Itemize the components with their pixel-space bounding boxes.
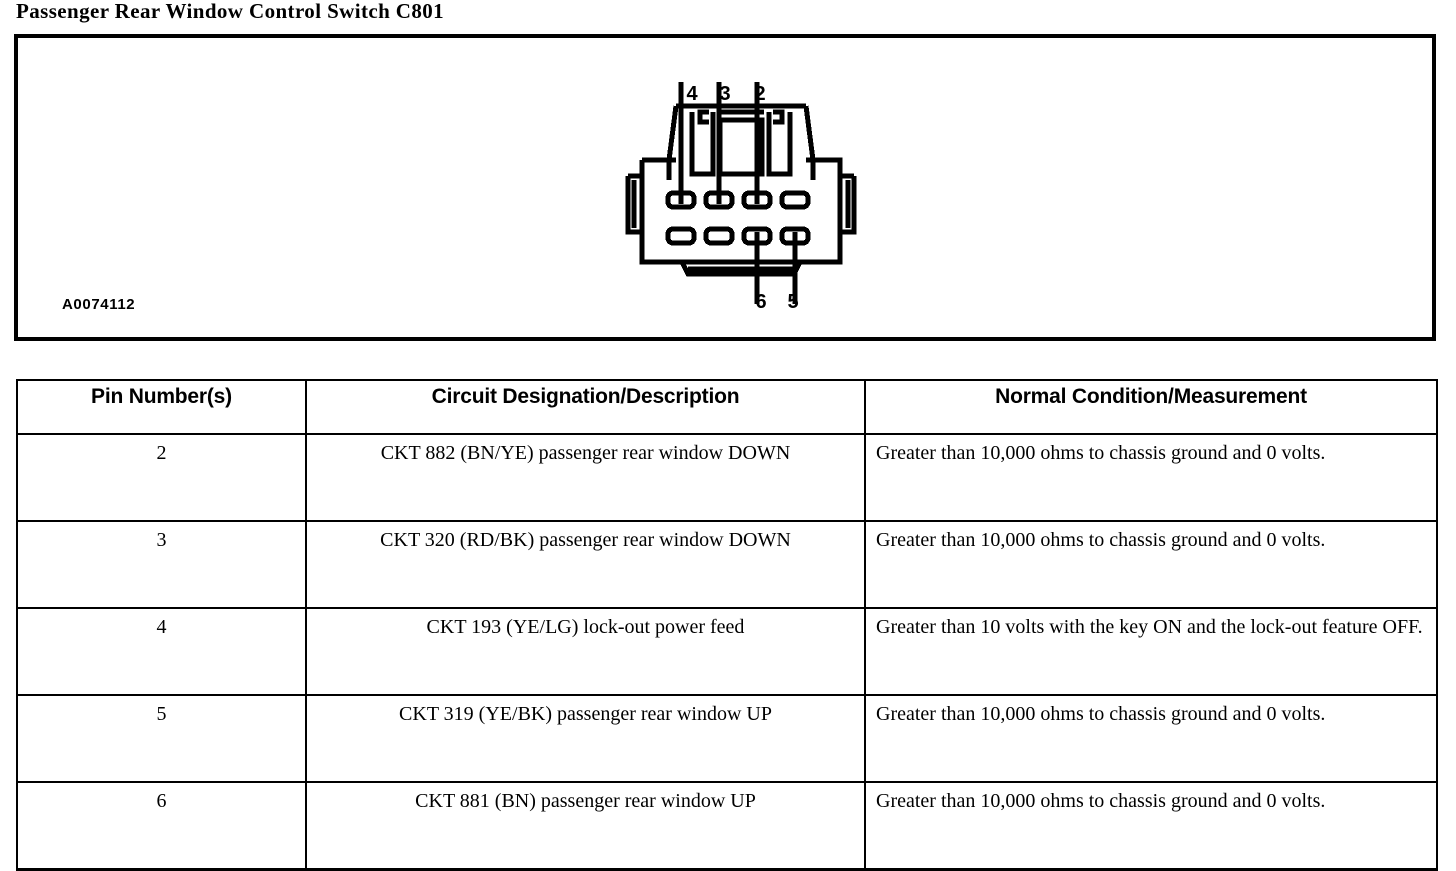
pin-callout-6: 6 <box>755 291 767 313</box>
cell-measurement: Greater than 10,000 ohms to chassis grou… <box>864 781 1438 871</box>
column-header-circuit: Circuit Designation/Description <box>305 379 866 435</box>
table-row: 6 CKT 881 (BN) passenger rear window UP … <box>16 781 1438 871</box>
cell-measurement: Greater than 10 volts with the key ON an… <box>864 607 1438 696</box>
cell-measurement: Greater than 10,000 ohms to chassis grou… <box>864 520 1438 609</box>
cell-circuit: CKT 193 (YE/LG) lock-out power feed <box>305 607 866 696</box>
cell-circuit: CKT 320 (RD/BK) passenger rear window DO… <box>305 520 866 609</box>
table-header-row: Pin Number(s) Circuit Designation/Descri… <box>16 379 1438 435</box>
cell-measurement: Greater than 10,000 ohms to chassis grou… <box>864 433 1438 522</box>
cell-pin-number: 5 <box>16 694 307 783</box>
cell-measurement: Greater than 10,000 ohms to chassis grou… <box>864 694 1438 783</box>
column-header-measurement: Normal Condition/Measurement <box>864 379 1438 435</box>
table-row: 3 CKT 320 (RD/BK) passenger rear window … <box>16 520 1438 609</box>
table-row: 5 CKT 319 (YE/BK) passenger rear window … <box>16 694 1438 783</box>
cell-circuit: CKT 881 (BN) passenger rear window UP <box>305 781 866 871</box>
cell-circuit: CKT 882 (BN/YE) passenger rear window DO… <box>305 433 866 522</box>
pin-callout-4: 4 <box>686 83 698 105</box>
page-title: Passenger Rear Window Control Switch C80… <box>16 0 445 23</box>
pin-callout-2: 2 <box>754 83 766 105</box>
connector-face-drawing <box>610 64 870 324</box>
cell-pin-number: 4 <box>16 607 307 696</box>
column-header-pin-number: Pin Number(s) <box>16 379 307 435</box>
connector-diagram-panel: A0074112 4 3 2 6 5 <box>14 34 1436 341</box>
figure-id-label: A0074112 <box>62 296 136 313</box>
cell-pin-number: 6 <box>16 781 307 871</box>
pin-measurement-table: Pin Number(s) Circuit Designation/Descri… <box>16 379 1438 871</box>
cell-circuit: CKT 319 (YE/BK) passenger rear window UP <box>305 694 866 783</box>
cell-pin-number: 3 <box>16 520 307 609</box>
pin-callout-3: 3 <box>719 83 731 105</box>
table-row: 2 CKT 882 (BN/YE) passenger rear window … <box>16 433 1438 522</box>
table-row: 4 CKT 193 (YE/LG) lock-out power feed Gr… <box>16 607 1438 696</box>
cell-pin-number: 2 <box>16 433 307 522</box>
